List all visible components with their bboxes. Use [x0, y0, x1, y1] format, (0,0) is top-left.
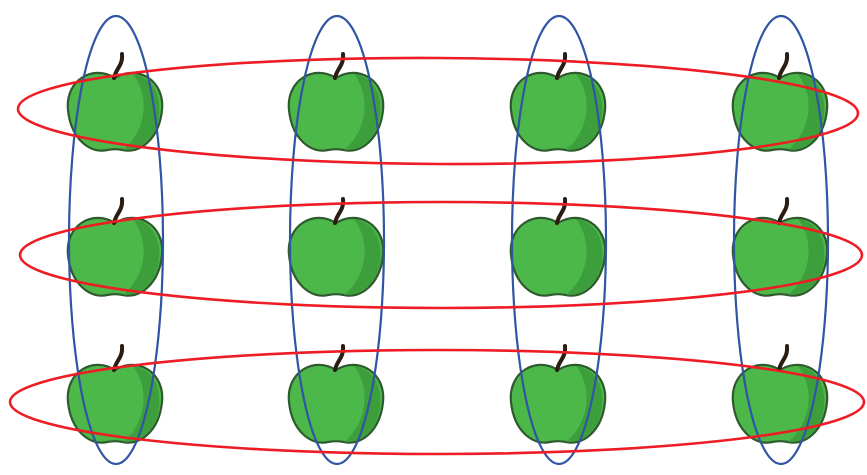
- apple-icon: [731, 344, 829, 444]
- apple-shading: [344, 219, 381, 296]
- row-groupings: [8, 56, 866, 456]
- apple-stem: [333, 52, 346, 80]
- apple-icon: [287, 52, 385, 152]
- apple-shading: [344, 366, 381, 443]
- apple-icon: [509, 344, 607, 444]
- apple-icon: [287, 344, 385, 444]
- apple-stem: [777, 52, 790, 80]
- apple-stem: [555, 344, 568, 372]
- apple-icon: [287, 197, 385, 297]
- apple-shading: [123, 366, 160, 443]
- row-group-outline: [8, 348, 866, 456]
- apple-shading: [788, 74, 825, 151]
- apple-icon: [509, 52, 607, 152]
- apple-shading: [566, 74, 603, 151]
- apple-icon: [66, 52, 164, 152]
- apples-grid: [66, 52, 829, 444]
- column-group-outline: [732, 14, 830, 466]
- row-group-outline: [18, 200, 864, 310]
- apple-shading: [123, 74, 160, 151]
- apple-stem: [555, 52, 568, 80]
- apple-stem: [333, 197, 346, 225]
- apple-icon: [509, 197, 607, 297]
- apple-stem: [777, 197, 790, 225]
- column-group-outline: [510, 14, 608, 466]
- row-group-outline: [16, 56, 860, 166]
- apple-shading: [344, 74, 381, 151]
- apple-stem: [333, 344, 346, 372]
- apple-icon: [66, 344, 164, 444]
- apple-shading: [788, 219, 825, 296]
- apple-icon: [731, 52, 829, 152]
- apple-shading: [566, 366, 603, 443]
- apple-icon: [731, 197, 829, 297]
- apple-shading: [788, 366, 825, 443]
- apple-shading: [566, 219, 603, 296]
- column-groupings: [67, 14, 830, 466]
- apple-stem: [555, 197, 568, 225]
- apple-icon: [66, 197, 164, 297]
- column-group-outline: [67, 14, 165, 466]
- column-group-outline: [288, 14, 386, 466]
- apple-stem: [777, 344, 790, 372]
- apple-shading: [123, 219, 160, 296]
